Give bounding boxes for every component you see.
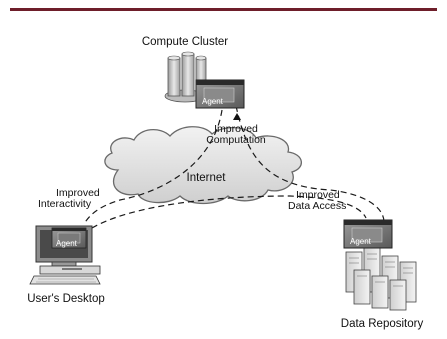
compute-cluster: Agent Compute Cluster	[142, 36, 245, 109]
cluster-to-desktop-link	[83, 109, 223, 225]
data-repository-label: Data Repository	[341, 318, 424, 330]
improved-data-access-label-line1: Improved	[296, 189, 340, 201]
improved-computation-label-line1: Improved	[214, 123, 258, 135]
users-desktop: Agent User's Desktop	[27, 225, 105, 305]
improved-data-access-label-line2: Data Access	[288, 200, 346, 212]
cloud-icon	[104, 126, 302, 205]
desktop-to-repository-link	[91, 195, 367, 229]
improved-interactivity-label-line1: Improved	[56, 187, 100, 199]
compute-cluster-label: Compute Cluster	[142, 36, 228, 48]
connection-lines	[83, 105, 385, 229]
repository-agent-label: Agent	[350, 237, 372, 246]
agent-window-icon: Agent	[195, 79, 245, 109]
internet-cloud	[104, 126, 302, 205]
users-desktop-label: User's Desktop	[27, 293, 105, 305]
agent-window-icon: Agent	[343, 219, 393, 249]
cluster-to-repository-link	[235, 105, 385, 223]
header-rule	[10, 8, 437, 11]
storage-servers-icon	[345, 247, 417, 311]
arrow-up-icon	[233, 113, 241, 120]
improved-computation-label-line2: Computation	[206, 134, 266, 146]
cluster-agent-label: Agent	[202, 97, 224, 106]
improved-interactivity-label-line2: Interactivity	[38, 198, 92, 210]
internet-label: Internet	[187, 172, 227, 184]
data-repository: Agent Data Repository	[341, 219, 424, 330]
agent-window-icon: Agent	[51, 227, 87, 249]
desktop-agent-label: Agent	[56, 239, 78, 248]
